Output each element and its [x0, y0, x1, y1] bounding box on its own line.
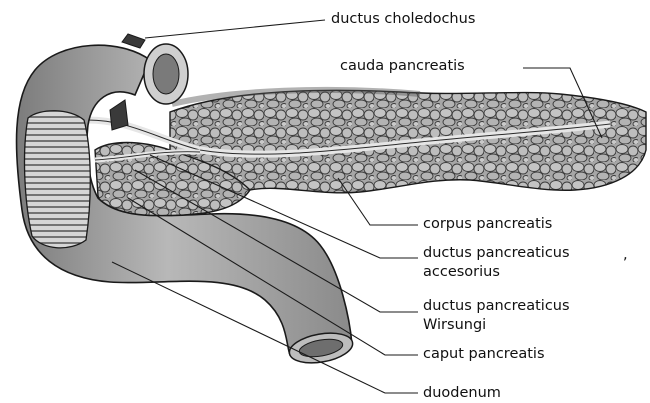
stray-mark: , [623, 247, 628, 264]
label-ductus-pancreaticus-accesorius-line1: ductus pancreaticus [423, 245, 570, 262]
label-ductus-choledochus: ductus choledochus [331, 11, 475, 28]
label-cauda-pancreatis: cauda pancreatis [340, 58, 465, 75]
label-corpus-pancreatis: corpus pancreatis [423, 216, 552, 233]
pancreas [95, 90, 646, 228]
label-duodenum: duodenum [423, 385, 501, 402]
label-caput-pancreatis: caput pancreatis [423, 346, 545, 363]
leader-ductus-choledochus [145, 20, 325, 38]
label-ductus-pancreaticus-wirsungi-line1: ductus pancreaticus [423, 298, 570, 315]
label-ductus-pancreaticus-wirsungi-line2: Wirsungi [423, 317, 486, 334]
label-ductus-pancreaticus-accesorius-line2: accesorius [423, 264, 500, 281]
